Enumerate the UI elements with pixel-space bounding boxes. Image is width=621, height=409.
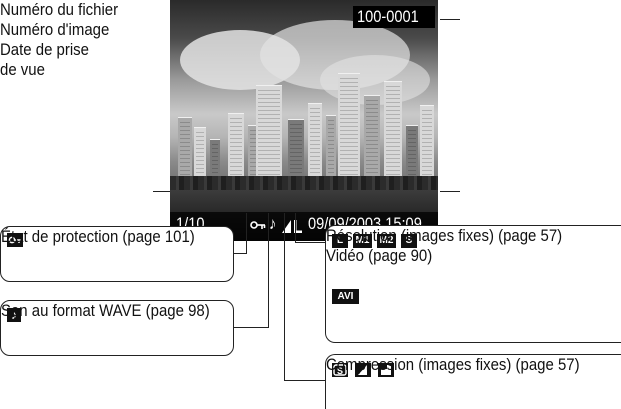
movie-avi-icon: AVI — [332, 289, 359, 304]
sound-note-icon: ♪ — [269, 214, 277, 233]
sound-note-icon: ♪ — [7, 308, 21, 322]
photo-building-tall — [338, 73, 360, 186]
photo-building — [406, 125, 418, 186]
compression-fine-icon — [355, 363, 371, 377]
resolution-text: Résolution (images fixes) (page 57) — [326, 226, 563, 245]
compression-normal-icon — [378, 363, 394, 377]
photo-building — [308, 103, 322, 186]
image-number-label: Numéro d'image — [0, 20, 110, 39]
photo-building — [288, 119, 304, 186]
leader-line — [440, 191, 460, 192]
leader-line-sound — [232, 327, 269, 328]
photo-building — [228, 113, 244, 186]
resolution-icon-m1: M1 — [353, 234, 372, 248]
leader-line-resolution — [295, 213, 296, 243]
sound-text: Son au format WAVE (page 98) — [1, 301, 210, 320]
leader-line-compression — [284, 213, 285, 381]
svg-text:S: S — [337, 366, 343, 376]
protection-key-icon — [7, 233, 23, 247]
photo-building — [364, 95, 380, 186]
protection-text: État de protection (page 101) — [1, 227, 195, 246]
file-number-label: Numéro du fichier — [0, 0, 119, 19]
compression-callout: S Compression (images fixes) (page 57) — [325, 354, 621, 409]
photo-building — [326, 115, 336, 186]
compression-text: Compression (images fixes) (page 57) — [326, 355, 580, 374]
date-label-line1: Date de prise — [0, 40, 89, 59]
photo-building — [194, 127, 206, 186]
leader-line-protection — [232, 253, 247, 254]
photo-treeline — [170, 176, 438, 190]
photo-building — [210, 139, 220, 186]
file-number-display: 100-0001 — [357, 7, 419, 26]
resolution-icon-m2: M2 — [377, 234, 396, 248]
leader-line — [153, 191, 170, 192]
movie-text: Vidéo (page 90) — [326, 246, 433, 265]
resolution-icon-l: L — [332, 234, 348, 248]
date-label-line2: de vue — [0, 60, 45, 79]
camera-lcd-screen: 100-0001 1/10 ♪ 09/09/2003 15:09 — [170, 0, 438, 241]
resolution-icon-s: S — [401, 234, 417, 248]
protection-callout: État de protection (page 101) — [0, 226, 234, 282]
photo-building — [384, 81, 402, 186]
photo-building — [178, 117, 192, 186]
photo-building-tall — [256, 85, 282, 186]
leader-line-protection — [246, 213, 247, 254]
leader-line — [440, 19, 460, 20]
resolution-callout: L M1 M2 S Résolution (images fixes) (pag… — [325, 225, 621, 343]
protection-key-icon — [250, 221, 266, 229]
leader-line-resolution — [295, 242, 325, 243]
leader-line-compression — [284, 380, 325, 381]
compression-superfine-icon: S — [332, 363, 348, 377]
sound-callout: ♪ Son au format WAVE (page 98) — [0, 300, 234, 356]
leader-line-sound — [268, 213, 269, 328]
file-number-bg — [353, 6, 435, 28]
photo-building — [420, 105, 434, 186]
